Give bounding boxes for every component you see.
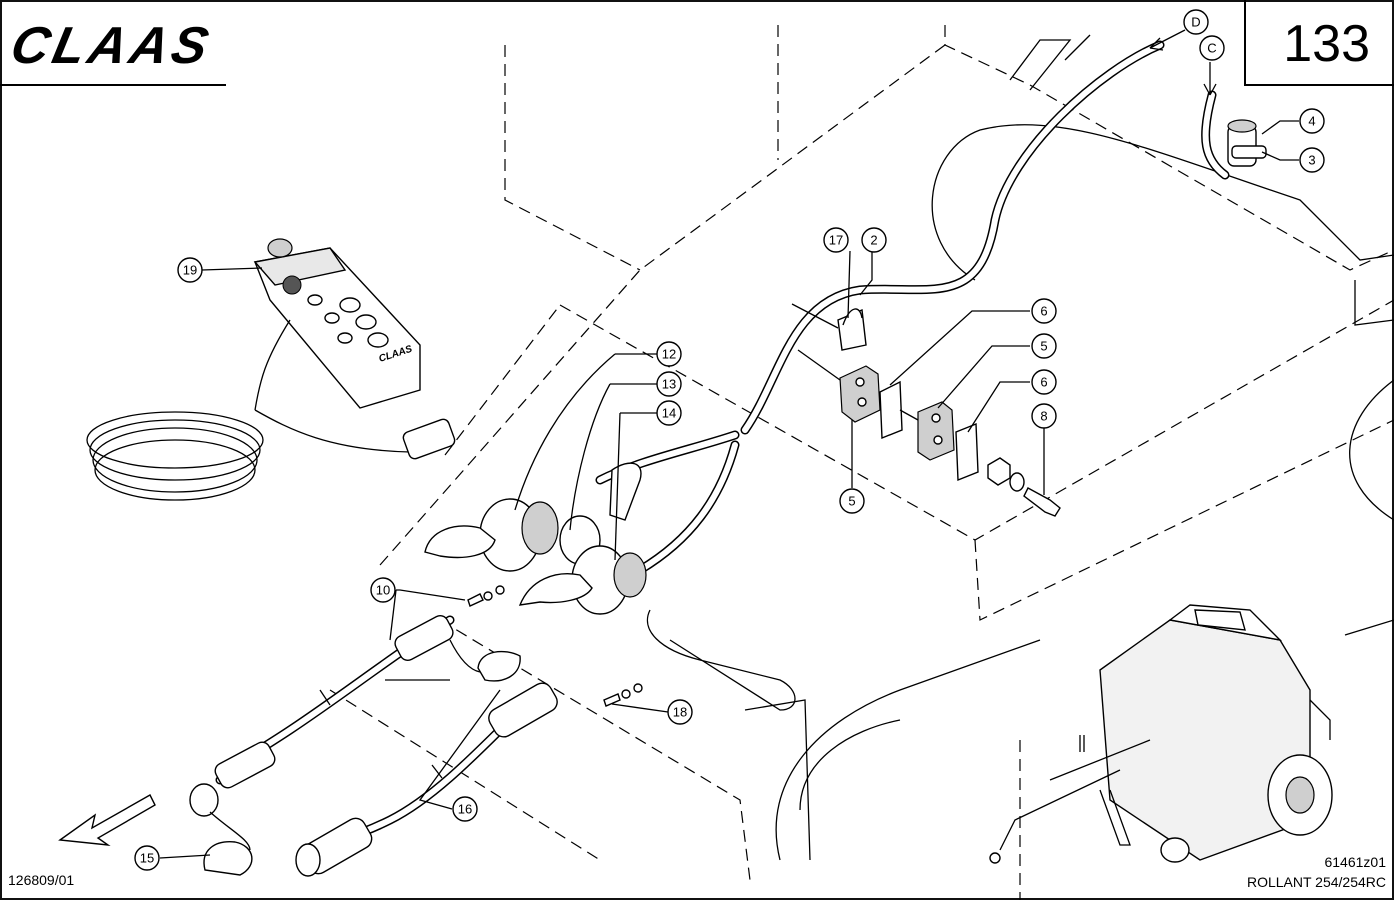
callout-17: 17 [823,227,849,253]
svg-text:5: 5 [1040,339,1047,354]
callout-4: 4 [1299,108,1325,134]
harness-cable [595,29,1230,575]
svg-text:3: 3 [1308,153,1315,168]
svg-text:6: 6 [1040,304,1047,319]
svg-text:15: 15 [140,851,154,866]
svg-text:D: D [1191,15,1200,30]
callout-16: 16 [452,796,478,822]
callout-5-lower: 5 [839,488,865,514]
callout-14: 14 [656,400,682,426]
callout-8: 8 [1031,403,1057,429]
svg-text:13: 13 [662,377,676,392]
svg-text:6: 6 [1040,375,1047,390]
callout-15: 15 [134,845,160,871]
callout-D: D [1183,9,1209,35]
plug-cables [58,585,643,877]
svg-text:2: 2 [870,233,877,248]
svg-text:14: 14 [662,406,676,421]
drawing-code: 126809/01 [8,872,75,888]
svg-text:4: 4 [1308,114,1315,129]
callout-19: 19 [177,257,203,283]
baler-overview [989,604,1333,864]
control-box: CLAAS [86,238,456,501]
callout-5-upper: 5 [1031,333,1057,359]
figure-code: 61461z01 [1324,854,1386,870]
svg-text:17: 17 [829,233,843,248]
callout-12: 12 [656,341,682,367]
svg-text:12: 12 [662,347,676,362]
svg-text:16: 16 [458,802,472,817]
svg-text:19: 19 [183,263,197,278]
clamp-parts [791,303,1061,517]
machine-outline [329,25,1394,900]
callout-C: C [1199,35,1225,61]
sensor-assembly [1227,119,1267,167]
leader-lines [159,120,1299,859]
svg-text:5: 5 [848,494,855,509]
svg-text:18: 18 [673,705,687,720]
page-number: 133 [1283,15,1370,73]
model-name: ROLLANT 254/254RC [1246,874,1386,890]
callout-18: 18 [667,699,693,725]
callout-3: 3 [1299,147,1325,173]
callout-6-lower: 6 [1031,369,1057,395]
socket-connectors [424,462,647,615]
page-number-box [1244,0,1394,86]
callout-13: 13 [656,371,682,397]
callout-10: 10 [370,577,396,603]
svg-text:8: 8 [1040,409,1047,424]
callout-2: 2 [861,227,887,253]
svg-text:10: 10 [376,583,390,598]
logo-underline [0,84,226,86]
svg-text:C: C [1207,41,1216,56]
callout-6-upper: 6 [1031,298,1057,324]
